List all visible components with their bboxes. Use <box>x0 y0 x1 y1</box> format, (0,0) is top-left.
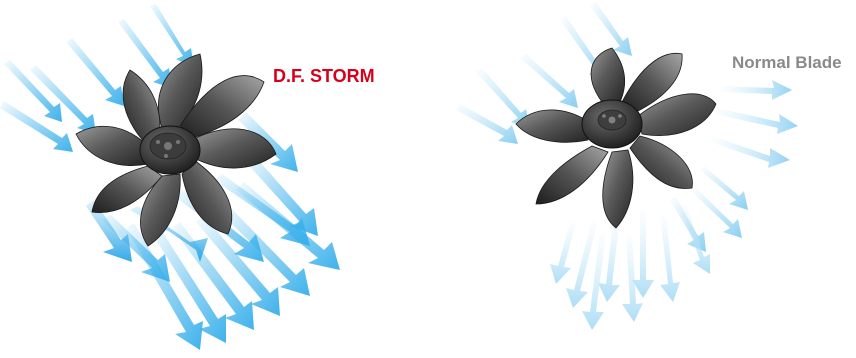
dfstorm-label: D.F. STORM <box>273 66 375 86</box>
normal-blade-fan-group: Normal Blade <box>456 2 842 330</box>
normal-blade-label: Normal Blade <box>732 53 842 72</box>
dfstorm-fan-group: D.F. STORM <box>0 4 375 350</box>
